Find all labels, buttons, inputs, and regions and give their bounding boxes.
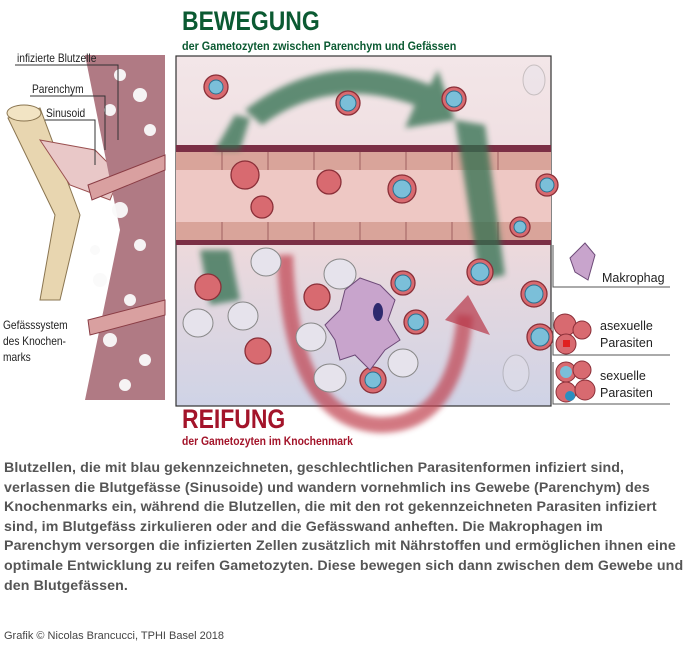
label-infected-cell: infizierte Blutzelle	[17, 51, 97, 65]
label-line: marks	[3, 350, 31, 364]
legend-sexual: sexuelle Parasiten	[600, 368, 653, 402]
label-line: des Knochen-	[3, 334, 66, 348]
legend-line: Parasiten	[600, 336, 653, 350]
legend-line: asexuelle	[600, 319, 653, 333]
white-cells	[182, 64, 546, 393]
legend-macrophage: Makrophag	[602, 271, 665, 285]
maturation-title: REIFUNG	[182, 404, 286, 434]
label-line: Gefässsystem	[3, 318, 68, 332]
movement-title: BEWEGUNG	[182, 6, 320, 36]
marrow-cross-section	[85, 55, 166, 400]
label-sinusoid: Sinusoid	[46, 106, 86, 120]
maturation-subtitle: der Gametozyten im Knochenmark	[182, 436, 353, 448]
legend-asexual: asexuelle Parasiten	[600, 318, 653, 352]
macrophage	[324, 277, 401, 371]
bone-marrow-illustration	[6, 55, 670, 434]
credit-text: Grafik © Nicolas Brancucci, TPHI Basel 2…	[4, 630, 225, 642]
label-parenchyma: Parenchym	[32, 82, 84, 96]
label-vascular-system: Gefässsystem des Knochen- marks	[3, 317, 68, 365]
legend-line: sexuelle	[600, 369, 646, 383]
caption-text: Blutzellen, die mit blau gekennzeichnete…	[4, 460, 684, 594]
legend-line: Parasiten	[600, 386, 653, 400]
infected-cells	[194, 74, 559, 394]
main-panel	[175, 55, 559, 434]
maturation-arrow	[277, 254, 473, 434]
movement-subtitle: der Gametozyten zwischen Parenchym und G…	[182, 39, 457, 53]
legend	[552, 242, 670, 405]
